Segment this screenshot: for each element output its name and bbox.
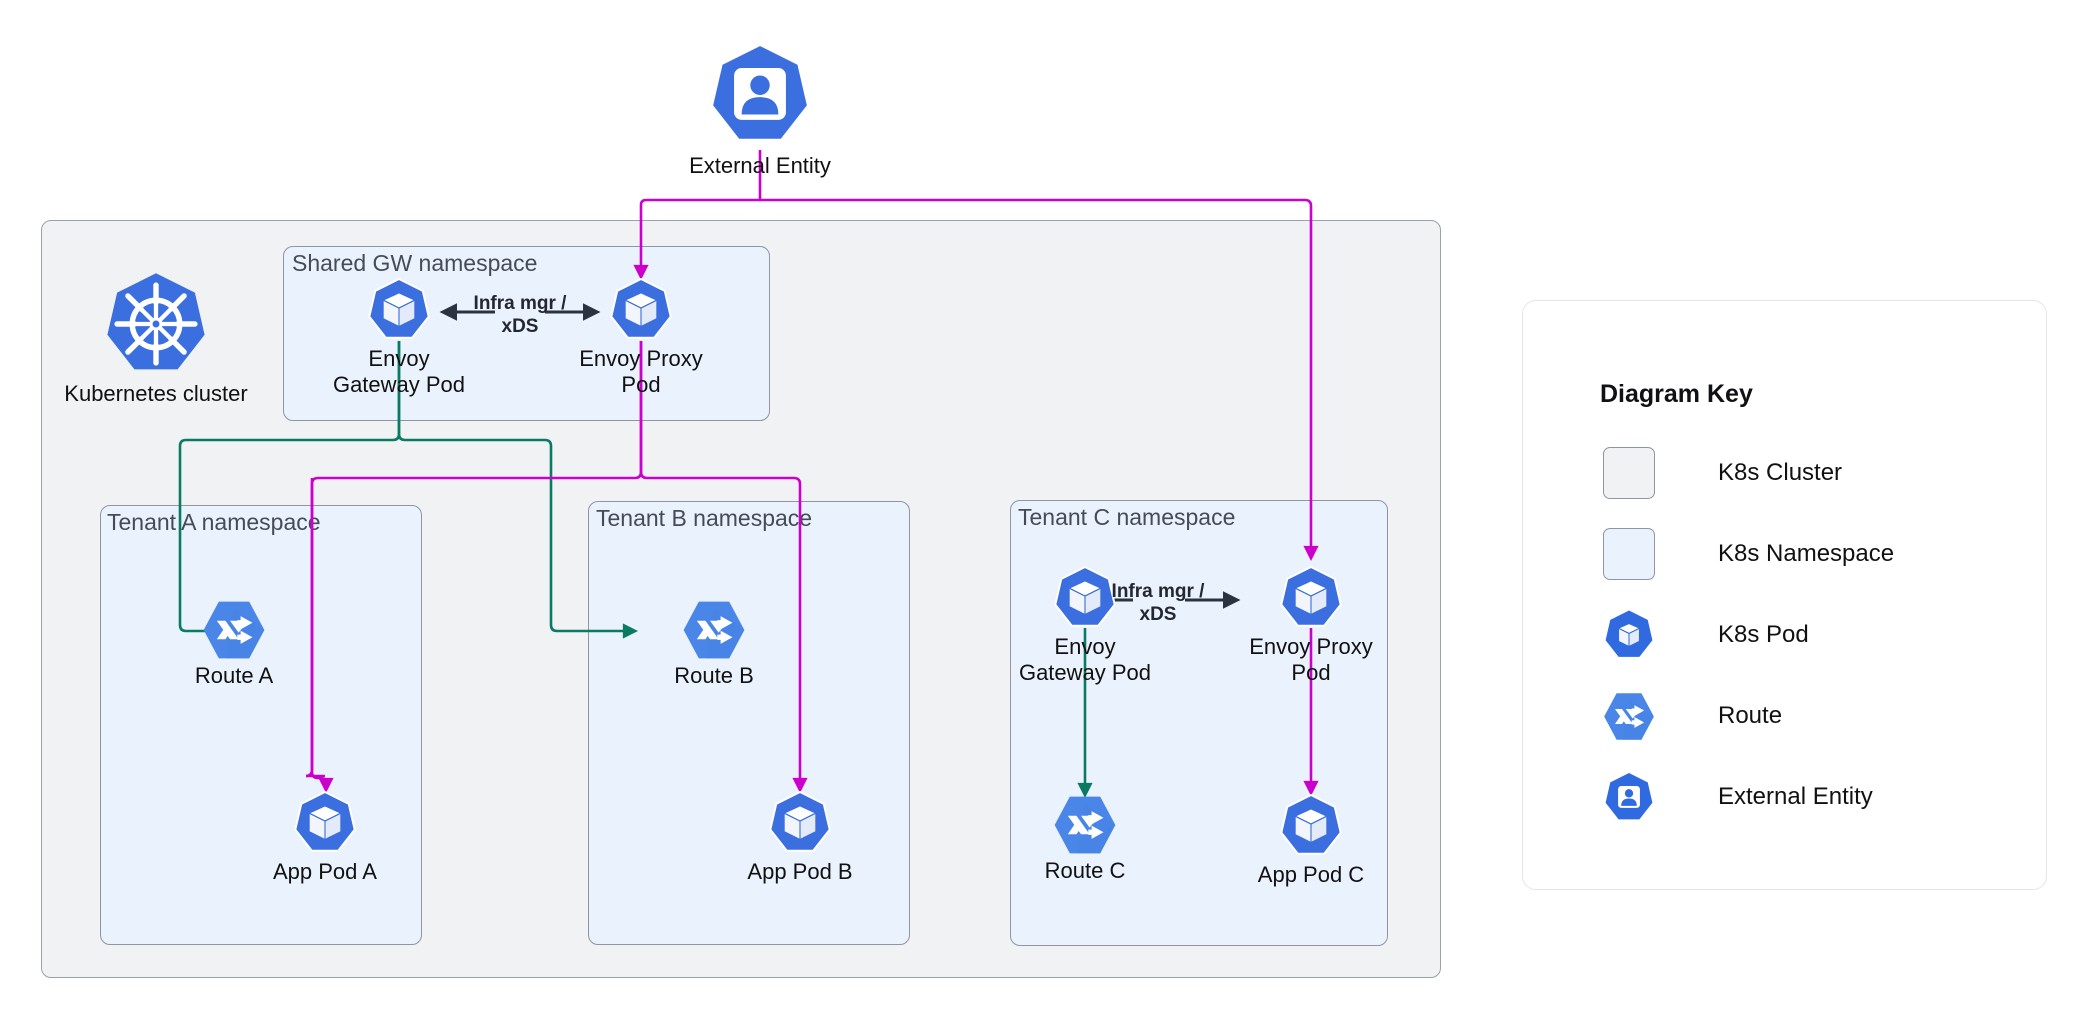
namespace-label-shared-gw: Shared GW namespace: [292, 250, 538, 276]
node-label-app-pod-c: App Pod C: [1257, 862, 1365, 887]
node-external-entity[interactable]: External Entity: [683, 40, 837, 179]
node-tenant-c-envoy-proxy-pod[interactable]: Envoy Proxy Pod: [1231, 565, 1391, 686]
edge-external-to-proxies: [633, 150, 1319, 562]
node-route-c[interactable]: Route C: [1016, 795, 1154, 884]
edge-proxy-to-app-pods: [305, 341, 808, 794]
namespace-label-tenant-c: Tenant C namespace: [1018, 504, 1236, 530]
namespace-label-tenant-a: Tenant A namespace: [107, 509, 321, 535]
legend-item-k8s-namespace: K8s Namespace: [1600, 526, 2000, 582]
legend-item-external-entity: External Entity: [1600, 769, 2000, 825]
node-label-tenant-c-envoy-proxy-pod: Envoy Proxy Pod: [1249, 634, 1373, 685]
legend-item-k8s-cluster: K8s Cluster: [1600, 445, 2000, 501]
legend-label-k8s-namespace: K8s Namespace: [1718, 540, 1895, 567]
namespace-box-shared-gw: [283, 246, 770, 421]
node-label-route-c: Route C: [1044, 858, 1126, 883]
edge-proxy-to-app-pod-a-hook: [310, 771, 334, 794]
k8s-pod-icon: [1280, 793, 1342, 855]
route-icon: [1054, 796, 1116, 854]
node-label-tenant-c-envoy-gateway-pod: Envoy Gateway Pod: [1018, 634, 1152, 685]
node-app-pod-b[interactable]: App Pod B: [730, 790, 870, 885]
route-icon: [683, 601, 745, 659]
route-icon: [1604, 692, 1654, 740]
node-app-pod-c[interactable]: App Pod C: [1241, 793, 1381, 888]
node-label-shared-gw-envoy-proxy-pod: Envoy Proxy Pod: [579, 346, 703, 397]
route-icon: [203, 601, 265, 659]
node-label-route-b: Route B: [674, 663, 754, 688]
legend-item-k8s-pod: K8s Pod: [1600, 607, 2000, 663]
node-label-external-entity: External Entity: [689, 153, 831, 178]
k8s-pod-icon: [1280, 565, 1342, 627]
node-kubernetes-cluster: Kubernetes cluster: [64, 270, 248, 407]
node-app-pod-a[interactable]: App Pod A: [255, 790, 395, 885]
external-entity-icon: [709, 42, 811, 142]
node-label-app-pod-b: App Pod B: [747, 859, 853, 884]
node-label-kubernetes-cluster: Kubernetes cluster: [64, 381, 248, 406]
legend-label-external-entity: External Entity: [1718, 783, 1873, 810]
node-tenant-c-envoy-gateway-pod[interactable]: Envoy Gateway Pod: [1005, 565, 1165, 686]
kubernetes-helm-icon: [107, 273, 205, 370]
namespace-swatch-icon: [1600, 528, 1658, 580]
edge-gateway-to-routes: [178, 341, 639, 639]
node-route-b[interactable]: Route B: [645, 600, 783, 689]
legend-label-k8s-cluster: K8s Cluster: [1718, 459, 1843, 486]
legend-label-route: Route: [1718, 702, 1783, 729]
k8s-pod-icon: [368, 277, 430, 339]
edge-label-infra-mgr-xds-shared-gw: Infra mgr / xDS: [473, 293, 567, 337]
k8s-pod-icon: [1605, 610, 1653, 657]
edge-label-infra-mgr-xds-tenant-c: Infra mgr / xDS: [1111, 581, 1205, 625]
k8s-pod-icon: [610, 277, 672, 339]
legend-label-k8s-pod: K8s Pod: [1718, 621, 1809, 648]
node-shared-gw-envoy-gateway-pod[interactable]: Envoy Gateway Pod: [319, 277, 479, 398]
node-shared-gw-envoy-proxy-pod[interactable]: Envoy Proxy Pod: [561, 277, 721, 398]
node-label-shared-gw-envoy-gateway-pod: Envoy Gateway Pod: [332, 346, 466, 397]
k8s-pod-icon: [1054, 565, 1116, 627]
cluster-swatch-icon: [1600, 447, 1658, 499]
namespace-label-tenant-b: Tenant B namespace: [596, 505, 813, 531]
node-label-app-pod-a: App Pod A: [273, 859, 377, 884]
legend-item-route: Route: [1600, 688, 2000, 744]
external-entity-icon: [1605, 772, 1653, 819]
node-route-a[interactable]: Route A: [165, 600, 303, 689]
k8s-pod-icon: [769, 790, 831, 852]
node-label-route-a: Route A: [194, 663, 274, 688]
namespace-box-tenant-b: [588, 501, 910, 945]
k8s-pod-icon: [294, 790, 356, 852]
namespace-box-tenant-a: [100, 505, 422, 945]
diagram-key-title: Diagram Key: [1600, 380, 1753, 408]
